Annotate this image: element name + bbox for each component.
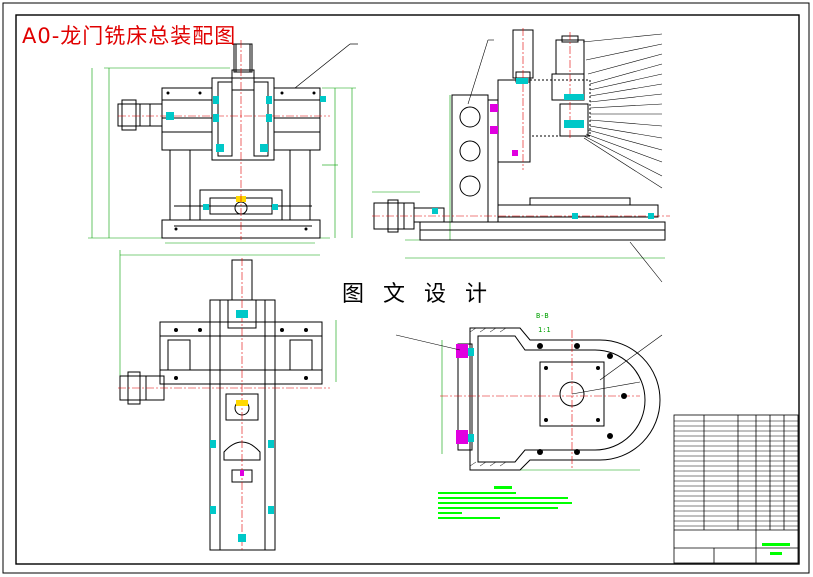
title-block-highlights — [762, 543, 790, 555]
side-view-centerlines — [372, 28, 670, 217]
front-view — [88, 43, 356, 244]
front-view-bolts — [166, 91, 316, 231]
parts-list — [673, 414, 799, 564]
leader-line — [294, 43, 351, 89]
top-view-centerlines — [118, 258, 330, 552]
side-view-highlights — [432, 78, 654, 219]
section-label: B-B — [536, 312, 549, 320]
section-view — [441, 327, 661, 471]
side-view — [372, 29, 666, 259]
drawing-title: A0-龙门铣床总装配图 — [22, 24, 237, 48]
top-view-highlights — [210, 310, 274, 542]
technical-notes — [438, 486, 572, 519]
side-view-leaders — [467, 33, 663, 283]
front-view-centerlines — [118, 40, 330, 240]
scale-label: 1:1 — [538, 326, 551, 334]
section-hatching — [469, 327, 507, 467]
section-bolts — [537, 343, 627, 455]
inner-frame — [15, 14, 800, 565]
section-centerlines — [440, 330, 640, 470]
section-highlights — [456, 344, 474, 444]
section-leaders — [395, 334, 663, 395]
top-view — [119, 250, 337, 551]
top-view-bolts — [174, 328, 308, 380]
parts-list-rows — [674, 420, 798, 527]
front-view-highlights — [166, 96, 326, 210]
watermark: 图 文 设 计 — [340, 276, 495, 308]
